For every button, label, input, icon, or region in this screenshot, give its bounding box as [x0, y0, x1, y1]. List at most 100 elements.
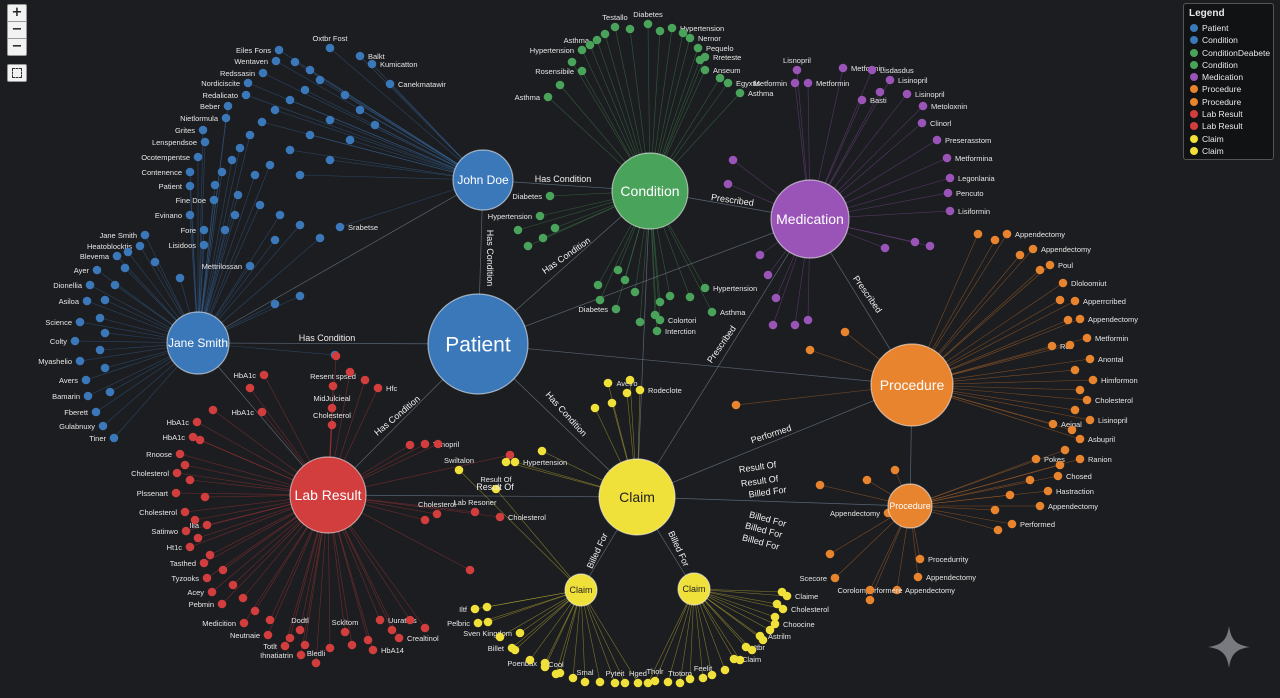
condition-leaf-node[interactable] [577, 45, 587, 55]
claim-leaf-node[interactable] [607, 398, 617, 408]
patient-leaf-node[interactable] [265, 160, 275, 170]
condition-leaf-node[interactable] [577, 66, 587, 76]
condition-leaf-node[interactable] [625, 24, 635, 34]
patient-leaf-node[interactable] [295, 291, 305, 301]
lab-leaf-node[interactable] [238, 593, 248, 603]
zoom-out-button[interactable]: − [7, 21, 27, 39]
patient-leaf-node[interactable] [221, 113, 231, 123]
procedure-leaf-node[interactable] [1035, 501, 1045, 511]
condition-leaf-node[interactable] [611, 304, 621, 314]
lab-leaf-node[interactable] [208, 405, 218, 415]
lab-leaf-node[interactable] [465, 565, 475, 575]
claim-leaf-node[interactable] [555, 668, 565, 678]
procedure-leaf-node[interactable] [990, 235, 1000, 245]
medication-leaf-node[interactable] [942, 153, 952, 163]
lab-leaf-node[interactable] [285, 633, 295, 643]
procedure-leaf-node[interactable] [1028, 244, 1038, 254]
patient-leaf-node[interactable] [105, 387, 115, 397]
lab-leaf-node[interactable] [327, 403, 337, 413]
patient-leaf-node[interactable] [112, 251, 122, 261]
medication-leaf-node[interactable] [875, 87, 885, 97]
condition-leaf-node[interactable] [685, 33, 695, 43]
lab-leaf-node[interactable] [296, 650, 306, 660]
patient-leaf-node[interactable] [120, 263, 130, 273]
lab-leaf-node[interactable] [202, 573, 212, 583]
medication-leaf-node[interactable] [867, 65, 877, 75]
patient-leaf-node[interactable] [95, 345, 105, 355]
lab-leaf-node[interactable] [192, 417, 202, 427]
lab-leaf-node[interactable] [259, 370, 269, 380]
patient-leaf-node[interactable] [75, 356, 85, 366]
claim-leaf-node[interactable] [610, 678, 620, 688]
claim-leaf-node[interactable] [510, 645, 520, 655]
patient-leaf-node[interactable] [210, 180, 220, 190]
procedure-leaf-node[interactable] [805, 345, 815, 355]
condition-leaf-node[interactable] [667, 23, 677, 33]
procedure-leaf-node[interactable] [815, 480, 825, 490]
claim-leaf-node[interactable] [473, 618, 483, 628]
patient-leaf-node[interactable] [230, 210, 240, 220]
claim-leaf-node[interactable] [770, 612, 780, 622]
procedure-leaf-node[interactable] [890, 465, 900, 475]
procedure-leaf-node[interactable] [840, 327, 850, 337]
condition-leaf-node[interactable] [693, 43, 703, 53]
patient-leaf-node[interactable] [193, 152, 203, 162]
patient-leaf-node[interactable] [270, 235, 280, 245]
procedure-leaf-node[interactable] [1075, 314, 1085, 324]
claim-leaf-node[interactable] [633, 678, 643, 688]
lab-leaf-node[interactable] [202, 520, 212, 530]
procedure-leaf-node[interactable] [830, 573, 840, 583]
patient-leaf-node[interactable] [305, 130, 315, 140]
lab-leaf-node[interactable] [360, 375, 370, 385]
procedure-leaf-node[interactable] [993, 525, 1003, 535]
lab-leaf-node[interactable] [190, 515, 200, 525]
lab-leaf-node[interactable] [300, 640, 310, 650]
medication-leaf-node[interactable] [771, 293, 781, 303]
claim-leaf-node[interactable] [537, 446, 547, 456]
jane-smith-hub-node[interactable] [166, 311, 230, 375]
procedure-leaf-node[interactable] [1055, 295, 1065, 305]
condition-leaf-node[interactable] [635, 317, 645, 327]
condition-leaf-node[interactable] [535, 211, 545, 221]
procedure-leaf-node[interactable] [1031, 454, 1041, 464]
patient-leaf-node[interactable] [70, 336, 80, 346]
claim-leaf-node[interactable] [482, 602, 492, 612]
patient-leaf-node[interactable] [92, 265, 102, 275]
patient-leaf-node[interactable] [98, 421, 108, 431]
zoom-reset-button[interactable]: − [7, 38, 27, 56]
procedure-leaf-node[interactable] [865, 585, 875, 595]
lab-leaf-node[interactable] [172, 468, 182, 478]
procedure-leaf-node[interactable] [1035, 265, 1045, 275]
patient-leaf-node[interactable] [100, 363, 110, 373]
john-doe-hub-node[interactable] [452, 149, 514, 211]
lab-leaf-node[interactable] [245, 383, 255, 393]
lab-leaf-node[interactable] [195, 435, 205, 445]
patient-leaf-node[interactable] [95, 313, 105, 323]
procedure-leaf-node[interactable] [1070, 405, 1080, 415]
condition-leaf-node[interactable] [523, 241, 533, 251]
patient-leaf-node[interactable] [140, 230, 150, 240]
patient-leaf-node[interactable] [325, 155, 335, 165]
claim-leaf-node[interactable] [698, 673, 708, 683]
lab-leaf-node[interactable] [185, 475, 195, 485]
medication-leaf-node[interactable] [918, 101, 928, 111]
procedure-leaf-node[interactable] [1045, 260, 1055, 270]
procedure-leaf-node[interactable] [973, 229, 983, 239]
claim-leaf-node[interactable] [580, 677, 590, 687]
patient-hub-node[interactable] [427, 293, 529, 395]
medication-leaf-node[interactable] [763, 270, 773, 280]
patient-leaf-node[interactable] [81, 375, 91, 385]
procedure-leaf-node[interactable] [862, 475, 872, 485]
patient-leaf-node[interactable] [198, 125, 208, 135]
medication-leaf-node[interactable] [910, 237, 920, 247]
procedure-leaf-node[interactable] [731, 400, 741, 410]
claim-leaf-node[interactable] [635, 385, 645, 395]
patient-leaf-node[interactable] [271, 56, 281, 66]
claim-leaf-node[interactable] [675, 678, 685, 688]
claim-leaf-node[interactable] [622, 388, 632, 398]
condition-leaf-node[interactable] [723, 78, 733, 88]
condition-leaf-node[interactable] [700, 65, 710, 75]
procedure-leaf-node[interactable] [1015, 250, 1025, 260]
procedure-leaf-node[interactable] [1075, 454, 1085, 464]
claim-leaf-node[interactable] [491, 484, 501, 494]
